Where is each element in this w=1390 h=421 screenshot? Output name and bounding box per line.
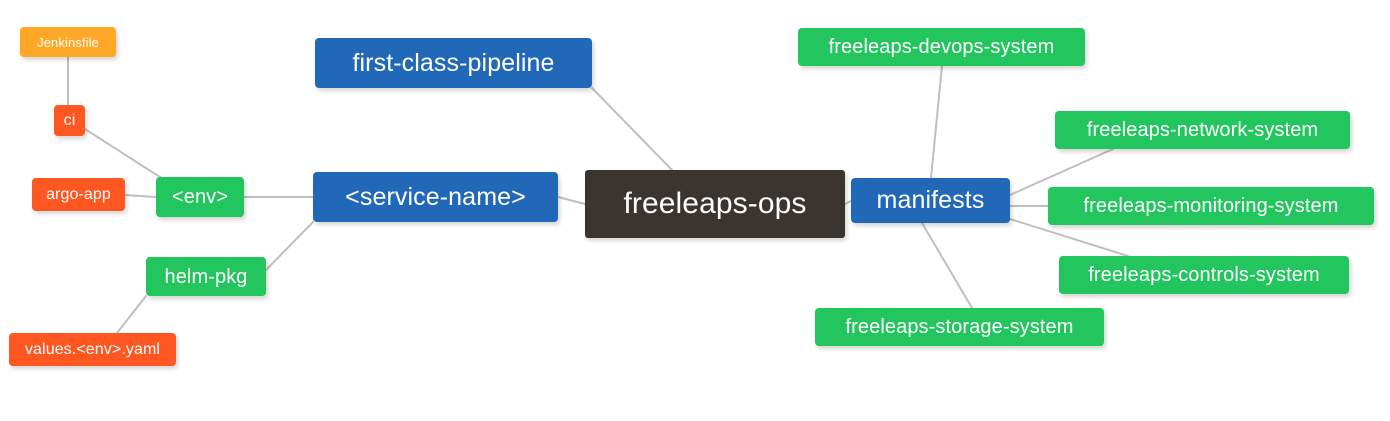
edge-service-helm	[265, 221, 314, 271]
mindmap-node-ci[interactable]: ci	[54, 105, 85, 136]
edge-env-argo	[124, 194, 157, 198]
edge-manifests-devops	[930, 65, 943, 179]
mindmap-node-env[interactable]: <env>	[156, 177, 244, 217]
mindmap-node-freeleaps-devops-system[interactable]: freeleaps-devops-system	[798, 28, 1085, 66]
mindmap-node-argo-app[interactable]: argo-app	[32, 178, 125, 211]
edge-env-ci	[84, 128, 161, 178]
mindmap-node-freeleaps-storage-system[interactable]: freeleaps-storage-system	[815, 308, 1104, 346]
edge-ops-service	[557, 196, 586, 205]
mindmap-node-jenkinsfile[interactable]: Jenkinsfile	[20, 27, 116, 57]
edge-manifests-storage	[921, 222, 973, 309]
mindmap-node-freeleaps-controls-system[interactable]: freeleaps-controls-system	[1059, 256, 1349, 294]
mindmap-node-manifests[interactable]: manifests	[851, 178, 1010, 223]
edge-helm-values	[116, 295, 147, 334]
mindmap-node-first-class-pipeline[interactable]: first-class-pipeline	[315, 38, 592, 88]
mindmap-node-helm-pkg[interactable]: helm-pkg	[146, 257, 266, 296]
mindmap-node-service-name[interactable]: <service-name>	[313, 172, 558, 222]
mindmap-node-freeleaps-ops[interactable]: freeleaps-ops	[585, 170, 845, 238]
mindmap-node-values-env-yaml[interactable]: values.<env>.yaml	[9, 333, 176, 366]
mindmap-node-freeleaps-network-system[interactable]: freeleaps-network-system	[1055, 111, 1350, 149]
mindmap-node-freeleaps-monitoring-system[interactable]: freeleaps-monitoring-system	[1048, 187, 1374, 225]
edge-ops-pipeline	[591, 87, 673, 171]
